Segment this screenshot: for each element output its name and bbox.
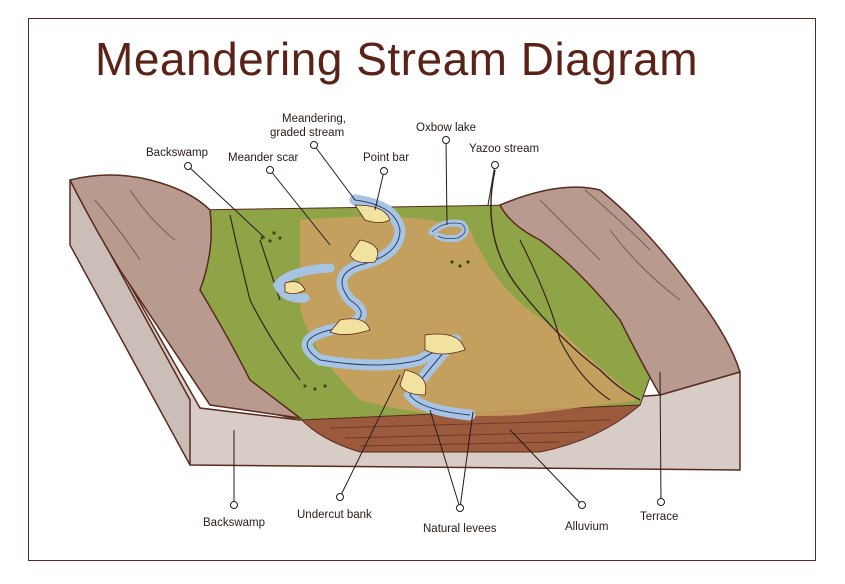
oxbow-lake-edge [431, 222, 466, 240]
callout-natural-levees [429, 409, 474, 512]
label-alluvium: Alluvium [565, 521, 608, 533]
label-undercut-bank: Undercut bank [297, 509, 372, 521]
backswamp-vegetation [260, 231, 470, 391]
tributary-left [229, 214, 301, 381]
point-bar-1 [354, 204, 391, 223]
label-backswamp-bottom: Backswamp [203, 517, 265, 529]
meander-side-loop [272, 263, 335, 303]
label-meander-scar: Meander scar [228, 152, 298, 164]
right-valley-wall [498, 186, 741, 396]
label-oxbow-lake: Oxbow lake [416, 122, 476, 134]
point-bar-2 [349, 239, 379, 264]
diagram-title: Meandering Stream Diagram [95, 33, 699, 85]
callout-yazoo-stream [487, 161, 499, 206]
rock-cracks [94, 189, 681, 301]
callout-backswamp-top [184, 162, 266, 239]
callout-undercut-bank [336, 374, 401, 501]
alluvium-layers [329, 419, 611, 447]
point-bar-5 [399, 369, 427, 396]
label-backswamp-top: Backswamp [146, 147, 208, 159]
meandering-stream-outline [306, 199, 471, 416]
callout-point-bar [374, 167, 388, 211]
left-valley-wall [68, 174, 303, 420]
callout-meander-scar [266, 166, 331, 246]
callout-oxbow-lake [442, 136, 450, 226]
callout-terrace [657, 371, 665, 506]
label-meandering-stream-line1: Meandering, [282, 113, 346, 125]
label-terrace: Terrace [640, 511, 678, 523]
figure-frame [28, 18, 816, 561]
label-yazoo-stream: Yazoo stream [469, 143, 539, 155]
block-left-face [69, 179, 191, 466]
point-bar-6 [284, 281, 306, 294]
callout-backswamp-bottom [230, 430, 238, 509]
point-bar-3 [329, 318, 371, 335]
callout-meandering-stream [310, 141, 356, 201]
label-meandering-stream-line2: graded stream [270, 127, 344, 139]
label-point-bar: Point bar [363, 152, 409, 164]
point-bar-4 [424, 333, 466, 355]
callout-alluvium [509, 429, 586, 509]
label-natural-levees: Natural levees [423, 523, 497, 535]
yazoo-stream [490, 169, 641, 401]
tributary-right [519, 239, 611, 401]
